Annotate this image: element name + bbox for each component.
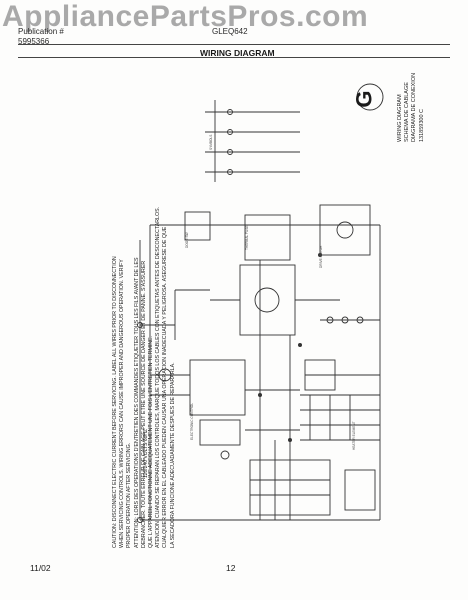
publication-label: Publication # [18, 27, 64, 36]
svg-text:SYMBOLS: SYMBOLS [209, 135, 213, 150]
publication-number: 5995366 [18, 37, 50, 46]
svg-text:DRIVE MOTOR: DRIVE MOTOR [319, 245, 323, 268]
svg-text:THERMAL FUSE: THERMAL FUSE [245, 226, 249, 251]
footer-date: 11/02 [30, 563, 51, 573]
watermark-text: AppliancePartsPros.com [2, 0, 369, 33]
page-number: 12 [226, 563, 236, 573]
svg-text:HEATER ELEMENT: HEATER ELEMENT [352, 421, 356, 450]
title-rule [18, 57, 450, 58]
svg-text:ELECTRONIC CONTROL: ELECTRONIC CONTROL [190, 403, 194, 440]
header-rule [18, 44, 450, 45]
brand-logo-icon [356, 83, 384, 111]
model-number: GLEQ642 [212, 27, 248, 36]
svg-text:DOOR SW: DOOR SW [185, 232, 189, 248]
ge-logo-glyph: G [351, 90, 377, 108]
page-title: WIRING DIAGRAM [200, 48, 275, 58]
